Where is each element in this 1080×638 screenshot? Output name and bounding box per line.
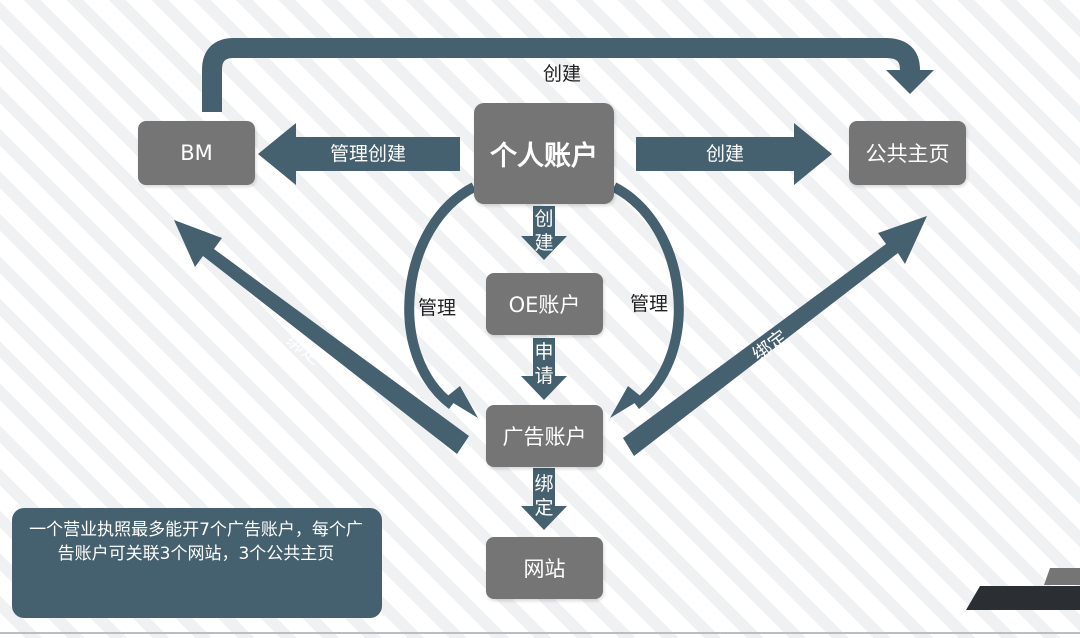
arrow-bm-to-page xyxy=(202,38,920,112)
arrow-oe-to-ad xyxy=(521,338,567,400)
oe-account-node: OE账户 xyxy=(486,273,603,335)
bm-node: BM xyxy=(138,121,255,185)
arrow-manage-left-head xyxy=(445,386,478,418)
arrow-personal-to-page xyxy=(636,123,832,185)
page-create-label: 创建 xyxy=(706,143,745,165)
info-note: 一个营业执照最多能开7个广告账户，每个广告账户可关联3个网站，3个公共主页 xyxy=(12,508,382,618)
arrow-bind-ad-to-page xyxy=(623,216,927,456)
corner-stripe-dark xyxy=(966,586,1080,610)
top-create-label: 创建 xyxy=(543,63,582,85)
arrow-personal-to-bm xyxy=(258,123,460,185)
public-page-node: 公共主页 xyxy=(849,121,966,185)
bm-manage-create-label: 管理创建 xyxy=(330,143,407,165)
manage-left-label: 管理 xyxy=(418,297,457,319)
arrow-manage-left xyxy=(404,182,477,410)
oe-apply-label: 申请 xyxy=(534,341,554,387)
bottom-divider xyxy=(0,632,1080,634)
arrow-ad-to-site xyxy=(521,468,567,530)
arrow-bm-to-page-head xyxy=(886,70,934,94)
ad-account-node: 广告账户 xyxy=(486,405,603,467)
manage-right-label: 管理 xyxy=(630,293,669,315)
arrow-bind-ad-to-bm xyxy=(174,220,469,454)
website-node: 网站 xyxy=(486,537,603,599)
arrow-manage-right xyxy=(611,182,684,410)
oe-create-label: 创建 xyxy=(534,208,554,254)
site-bind-label: 绑定 xyxy=(534,473,554,519)
arrow-manage-right-head xyxy=(610,386,643,418)
corner-stripe-light xyxy=(1044,568,1080,585)
arrow-personal-to-oe xyxy=(521,206,567,260)
personal-account-node: 个人账户 xyxy=(474,103,614,204)
